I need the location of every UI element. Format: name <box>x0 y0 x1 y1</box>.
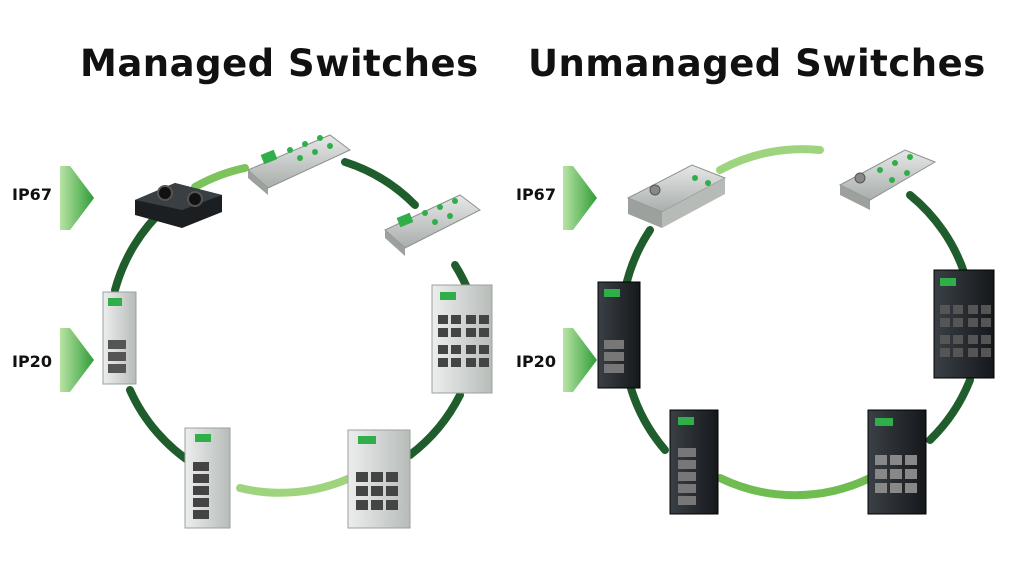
managed-ip20-slim-switch-device <box>102 291 137 385</box>
unmanaged-ip67-block-right-device <box>838 149 937 210</box>
ip67-label-left: IP67 <box>12 185 52 204</box>
ip20-arrow-right-icon <box>563 328 597 392</box>
unmanaged-ip20-8port-switch-device <box>867 409 927 515</box>
ip20-label-left: IP20 <box>12 352 52 371</box>
ip67-label-right: IP67 <box>516 185 556 204</box>
unmanaged-ip67-block-left-device <box>626 164 727 228</box>
managed-ip67-block-top-device <box>247 134 351 195</box>
unmanaged-ip20-6port-switch-device <box>669 409 719 515</box>
unmanaged-switches-title: Unmanaged Switches <box>528 42 986 85</box>
managed-ip67-block-right-device <box>384 194 481 256</box>
unmanaged-ip20-slim-switch-device <box>597 281 641 389</box>
ip67-arrow-left-icon <box>60 166 94 230</box>
managed-ip20-8port-switch-device <box>347 429 411 529</box>
ip20-label-right: IP20 <box>516 352 556 371</box>
managed-ip20-16port-switch-device <box>431 284 493 394</box>
ip67-arrow-right-icon <box>563 166 597 230</box>
managed-switches-title: Managed Switches <box>80 42 479 85</box>
managed-ip20-6port-switch-device <box>184 427 231 529</box>
managed-ip67-hub-device <box>135 183 222 228</box>
ip20-arrow-left-icon <box>60 328 94 392</box>
unmanaged-ip20-16port-switch-device <box>933 269 995 379</box>
